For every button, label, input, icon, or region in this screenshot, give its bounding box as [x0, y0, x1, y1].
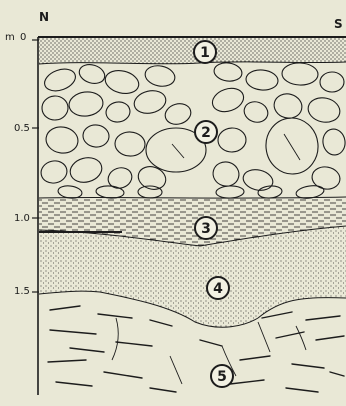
cobble-stone	[114, 131, 145, 157]
depth-unit-label: m	[5, 33, 15, 43]
cobble-stone	[68, 90, 105, 118]
bedrock-dash	[230, 380, 264, 384]
bedrock-fracture	[296, 326, 306, 350]
cobble-stone	[44, 125, 80, 156]
layer-marker-number: 5	[217, 369, 227, 385]
north-label: N	[39, 11, 49, 23]
bedrock-fracture	[112, 318, 118, 360]
cobble-stone	[321, 127, 346, 156]
cobble-stone	[209, 84, 246, 115]
cobble-stone	[216, 186, 244, 199]
depth-tick-label-1.0: 1.0	[14, 214, 30, 224]
cobble-stone	[82, 124, 110, 149]
layer-4-marker: 4	[207, 277, 229, 299]
south-label: S	[334, 18, 343, 30]
layer-marker-number: 3	[201, 221, 211, 237]
cobble-stone	[143, 63, 176, 88]
layer-5-marker: 5	[211, 365, 233, 387]
cobble-crack-mark	[284, 134, 300, 160]
cobble-stone	[105, 165, 134, 191]
cobble-stone	[320, 72, 344, 92]
cobble-stone	[213, 61, 243, 83]
cobble-stone	[241, 99, 270, 125]
layer-3-marker: 3	[195, 217, 217, 239]
cobble-stone	[282, 62, 319, 85]
cobble-stone	[104, 100, 131, 124]
layer-marker-number: 4	[213, 281, 223, 297]
cobble-stone	[210, 159, 242, 189]
bedrock-dash	[286, 388, 318, 392]
bedrock-dash	[104, 372, 142, 378]
layer-marker-number: 1	[200, 45, 210, 61]
cobble-stone	[245, 69, 279, 92]
cobble-stone	[77, 62, 107, 87]
cobble-stone	[271, 91, 304, 121]
bedrock-dash	[240, 356, 270, 360]
layer-2-cobbles	[39, 61, 346, 200]
bedrock-dash	[98, 314, 132, 318]
bedrock-dash	[50, 330, 96, 334]
bedrock-dash	[150, 320, 172, 326]
bedrock-dash	[200, 340, 222, 346]
bedrock-dash	[292, 364, 324, 368]
cobble-stone	[163, 101, 194, 127]
bedrock-dash	[330, 372, 344, 376]
cobble-crack-mark	[172, 144, 184, 158]
bedrock-dash	[116, 342, 152, 346]
depth-tick-label-0.5: 0.5	[14, 124, 30, 134]
cobble-stone	[310, 165, 341, 192]
cobble-stone	[42, 65, 79, 95]
cobble-stone	[103, 67, 141, 97]
bedrock-fracture	[258, 322, 270, 352]
cobble-stone	[138, 186, 162, 198]
bedrock-dash	[48, 360, 86, 362]
bedrock-dash	[306, 316, 340, 320]
layer-1-fill	[39, 38, 346, 64]
bedrock-dash	[50, 306, 80, 310]
cobble-stone	[41, 95, 69, 121]
bedrock-dash	[56, 382, 92, 386]
bedrock-dash	[262, 312, 292, 318]
bedrock-fracture	[170, 356, 182, 384]
cobble-stone	[217, 127, 246, 152]
layer-1-marker: 1	[194, 41, 216, 63]
cobble-stone	[241, 167, 275, 193]
bedrock-dash	[150, 388, 176, 392]
layer-2-marker: 2	[195, 121, 217, 143]
depth-tick-label-0: 0	[20, 33, 26, 43]
cobble-stone	[132, 88, 168, 117]
bedrock-dash	[70, 348, 104, 352]
depth-tick-label-1.5: 1.5	[14, 287, 30, 297]
cobble-stone	[39, 159, 69, 186]
cobble-stone	[306, 95, 342, 125]
cobble-stone	[263, 115, 321, 176]
cobble-stone	[96, 185, 125, 199]
layer-marker-number: 2	[201, 125, 211, 141]
bedrock-dash	[316, 336, 344, 340]
cobble-stone	[67, 154, 104, 185]
